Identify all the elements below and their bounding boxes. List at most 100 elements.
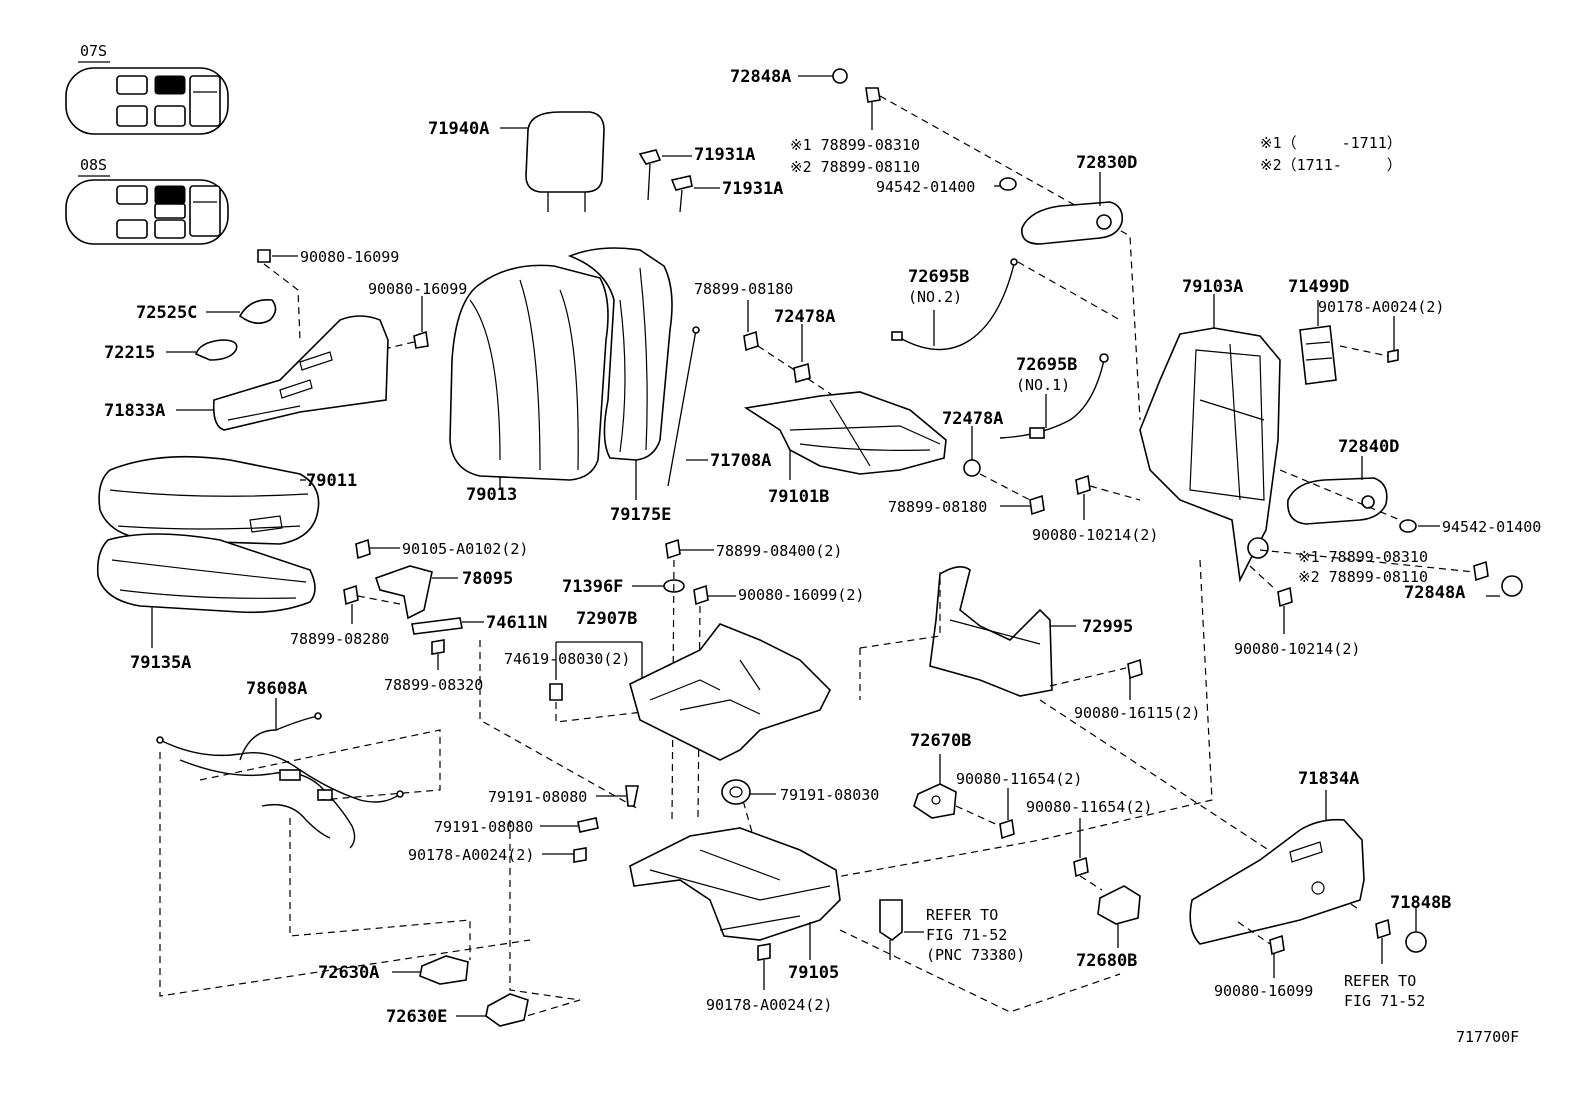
label-78899-08400-2: 78899-08400(2) [716,542,842,560]
label-90178-a0024-2-b: 90178-A0024(2) [408,846,534,864]
seat-cushion-frame-part [743,391,947,480]
seatback-frame-part [1139,294,1281,583]
label-71931a-1: 71931A [694,145,755,165]
headrest-part [500,111,605,212]
label-71708a: 71708A [710,451,771,471]
seat-base-tray-72907b [629,623,831,761]
refer-mid-line3: (PNC 73380) [926,946,1025,964]
label-72840d: 72840D [1338,437,1399,457]
label-90080-16099-b: 90080-16099 [368,280,467,298]
refer-right-line1: REFER TO [1344,972,1416,990]
seat-side-shield-right [1189,790,1365,945]
seat-variant-07s: 07S [65,42,229,135]
label-79191-08080-a: 79191-08080 [488,788,587,806]
label-72907b: 72907B [576,609,637,629]
label-90080-16099-a: 90080-16099 [300,248,399,266]
label-72848a-top: 72848A [730,67,791,87]
label-72695b-no2: 72695B [908,267,969,287]
label-72695b-no1: 72695B [1016,355,1077,375]
label-72695b-no1-sub: (NO.1) [1016,376,1070,394]
variant-label: 08S [80,156,107,174]
label-71931a-2: 71931A [722,179,783,199]
seat-side-shield-left [212,315,389,431]
label-79013: 79013 [466,485,517,505]
seat-variant-08s: 08S [65,156,229,245]
label-72995: 72995 [1082,617,1133,637]
label-78899-08180-a: 78899-08180 [694,280,793,298]
seatback-pad-part [567,247,673,500]
seat-cushion-pad-part [96,533,316,648]
label-78095: 78095 [462,569,513,589]
note-1: ※1（ -1711） [1260,134,1402,152]
label-74611n: 74611N [486,613,547,633]
label-71499d: 71499D [1288,277,1349,297]
label-72630a: 72630A [318,963,379,983]
label-72215: 72215 [104,343,155,363]
label-72695b-no2-sub: (NO.2) [908,288,962,306]
label-79191-08030: 79191-08030 [780,786,879,804]
label-78899-08110-top: ※2 78899-08110 [790,158,920,176]
label-90105-a0102-2: 90105-A0102(2) [402,540,528,558]
label-78608a: 78608A [246,679,307,699]
label-74619-08030-2: 74619-08030(2) [504,650,630,668]
label-71833a: 71833A [104,401,165,421]
label-79105: 79105 [788,963,839,983]
armrest-right-part [1287,456,1388,525]
cable-72695b-no1 [999,353,1109,439]
label-90080-16099-c: 90080-16099 [1214,982,1313,1000]
label-90080-11654-2-b: 90080-11654(2) [1026,798,1152,816]
seat-cover-72995 [929,566,1053,697]
label-90080-16099-2: 90080-16099(2) [738,586,864,604]
label-79011: 79011 [306,471,357,491]
label-78899-08180-b: 78899-08180 [888,498,987,516]
label-79101b: 79101B [768,487,829,507]
label-94542-01400-top: 94542-01400 [876,178,975,196]
label-71940a: 71940A [428,119,489,139]
refer-mid-line2: FIG 71-52 [926,926,1007,944]
label-72630e: 72630E [386,1007,447,1027]
label-90178-a0024-2-a: 90178-A0024(2) [1318,298,1444,316]
latch-71499d [1299,300,1337,385]
label-72680b: 72680B [1076,951,1137,971]
bracket-72680b [1097,885,1141,948]
label-78899-08320: 78899-08320 [384,676,483,694]
label-71834a: 71834A [1298,769,1359,789]
label-90080-10214-2-b: 90080-10214(2) [1234,640,1360,658]
label-72670b: 72670B [910,731,971,751]
label-78899-08110-r: ※2 78899-08110 [1298,568,1428,586]
armrest-left-part [1021,172,1124,245]
bracket-78095 [374,565,433,620]
refer-right-line2: FIG 71-52 [1344,992,1425,1010]
label-78899-08310-top: ※1 78899-08310 [790,136,920,154]
label-78899-08310-r: ※1 78899-08310 [1298,548,1428,566]
label-72525c: 72525C [136,303,197,323]
label-72830d: 72830D [1076,153,1137,173]
refer-mid-line1: REFER TO [926,906,998,924]
label-90080-16115-2: 90080-16115(2) [1074,704,1200,722]
label-90080-10214-2-a: 90080-10214(2) [1032,526,1158,544]
label-79135a: 79135A [130,653,191,673]
label-71848b: 71848B [1390,893,1451,913]
label-90178-a0024-2-c: 90178-A0024(2) [706,996,832,1014]
bracket-72630e [456,993,529,1027]
note-2: ※2（1711- ） [1260,156,1402,174]
label-79175e: 79175E [610,505,671,525]
bracket-72670b [913,754,957,819]
label-78899-08280: 78899-08280 [290,630,389,648]
seatback-cover-part [449,264,609,490]
label-72478a-a: 72478A [774,307,835,327]
headrest-guide-part [638,149,720,213]
label-72848a-r: 72848A [1404,583,1465,603]
figure-code: 717700F [1456,1028,1519,1046]
label-79191-08080-b: 79191-08080 [434,818,533,836]
variant-label: 07S [80,42,107,60]
label-94542-01400-r: 94542-01400 [1442,518,1541,536]
seat-cushion-cover-part [98,455,320,545]
cable-72695b-no2 [891,258,1018,351]
label-72478a-b: 72478A [942,409,1003,429]
label-71396f: 71396F [562,577,623,597]
seat-track-79105 [629,827,841,960]
label-79103a: 79103A [1182,277,1243,297]
